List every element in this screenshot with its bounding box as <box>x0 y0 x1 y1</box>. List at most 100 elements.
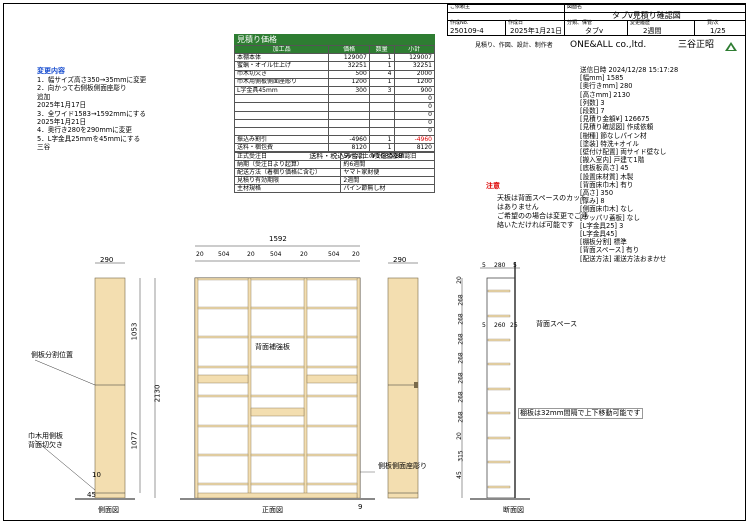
section-shelf <box>487 314 511 318</box>
shelf-board <box>306 306 358 310</box>
shelf-board <box>250 453 305 457</box>
shelf-board <box>197 394 249 398</box>
section-view <box>461 262 530 500</box>
info-row: 主材規格パイン節無し材 <box>233 184 435 193</box>
shelf-board <box>306 482 358 486</box>
spec-line: [棚板分割] 標準 <box>580 238 627 247</box>
section-height-dim: 45 <box>455 471 463 479</box>
spec-line: [列数] 3 <box>580 98 605 107</box>
spec-line: [樹種] 節なしパイン材 <box>580 131 647 140</box>
shelf-board <box>306 453 358 457</box>
spec-line: [側面床巾木] なし <box>580 205 634 214</box>
shelf-board <box>306 277 358 281</box>
shelf-board <box>197 424 249 428</box>
section-height-dim: 268 <box>457 391 465 403</box>
spec-line: [底板板高さ] 45 <box>580 164 629 173</box>
shelf-board <box>250 365 305 369</box>
section-shelf <box>487 460 511 464</box>
shelf-board <box>197 335 249 339</box>
spec-line: [壁付け配置] 両サイド壁なし <box>580 148 667 156</box>
change-line: 2．向かって右側板側面座彫り <box>37 84 127 93</box>
maker-note: 見積り、作図、設計、制作者 <box>475 42 553 49</box>
spec-line: [奥行きmm] 280 <box>580 82 633 91</box>
section-height-dim: 268 <box>457 410 465 423</box>
section-height-dim: 268 <box>457 313 465 325</box>
spec-line: [搬入室内] 戸建て1階 <box>580 156 645 165</box>
shelf-board <box>197 482 249 486</box>
change-line: 2025年1月17日 <box>37 101 87 110</box>
section-shelf <box>487 485 511 489</box>
shelf-board <box>250 306 305 310</box>
spec-line: [設置床材質] 木製 <box>580 172 634 181</box>
section-shelf <box>487 362 511 366</box>
label-counterbore: 側板側面座彫り <box>378 462 427 470</box>
change-line: 三谷 <box>37 143 51 152</box>
top-dim: 20 <box>247 251 255 258</box>
change-line: 1．幅サイズ高さ350→35mmに変更 <box>37 76 147 84</box>
total-width-dim: 1592 <box>269 235 287 243</box>
author-name: 三谷正昭 <box>678 40 715 50</box>
top-dim: 504 <box>270 251 282 258</box>
side-view <box>34 262 141 500</box>
drawing-name: タブv見積り確認図 <box>612 11 681 20</box>
drawing-name-label: 図面名 <box>567 4 583 10</box>
spec-line: [背面スペース] 有り <box>580 246 640 255</box>
change-line: 3．全ワイド1583→1592mmにする <box>37 109 146 118</box>
estimate-title: 見積り価格 <box>234 34 435 45</box>
section-height-dim: 268 <box>457 332 465 345</box>
top-dim: 504 <box>328 251 340 258</box>
side-view-title: 側面図 <box>98 506 119 514</box>
section-mid-dim: 25 <box>510 322 518 329</box>
section-shelf <box>487 387 511 391</box>
doc-date: 2025年1月21日 <box>510 27 563 35</box>
section-height-dim: 20 <box>455 432 463 440</box>
company-name: ONE&ALL co.,ltd. <box>570 40 647 50</box>
change-line: 4．奥行き280を290mmに変更 <box>37 126 132 135</box>
doc-number: 250109-4 <box>450 27 484 35</box>
spec-line: [幅mm] 1585 <box>580 74 624 83</box>
sheet-frame <box>3 3 746 521</box>
height-dim: 2130 <box>153 384 162 403</box>
section-shelf <box>487 289 511 293</box>
spec-line: [厚み] 8 <box>580 197 605 206</box>
shelf-board <box>250 335 305 339</box>
notice-title: 注意 <box>486 182 500 190</box>
shelf-board <box>197 277 249 281</box>
shelf-board <box>250 394 305 398</box>
doc-revision: 2週間 <box>643 27 662 35</box>
shelf-board <box>306 365 358 369</box>
spec-line: [ツッパリ蓋板] なし <box>580 213 640 222</box>
spec-line: [高さ] 350 <box>580 189 614 197</box>
doc-page: 1/25 <box>710 27 726 35</box>
shelf-board <box>250 277 305 281</box>
section-height-dim: 268 <box>457 293 465 306</box>
spec-line: [段数] 7 <box>580 107 605 115</box>
label-side-split: 側板分割位置 <box>31 351 73 359</box>
notice-line: 天板は背面スペースのカット <box>497 194 588 202</box>
spec-line: [L字金具25] 3 <box>580 221 624 230</box>
shelf-board <box>197 453 249 457</box>
spec-line: [L字金具45] <box>580 230 617 238</box>
section-shelf <box>487 436 511 440</box>
section-height-dim: 315 <box>457 449 465 462</box>
change-line: 2025年1月21日 <box>37 118 87 126</box>
shelf-board <box>250 482 305 486</box>
spec-line: [見積り確認図] 作成依頼 <box>580 123 654 132</box>
section-top-dim: 5 <box>513 262 517 269</box>
section-mid-dim: 5 <box>482 322 486 329</box>
spec-line: [塗装] 特洗+オイル <box>580 139 639 148</box>
spec-line: [見積り金額¥] 126675 <box>580 115 650 124</box>
spec-line: [高さmm] 2130 <box>580 90 631 99</box>
shelf-board <box>306 424 358 428</box>
top-dim: 20 <box>196 251 204 258</box>
notice-line: 絡いただければ可能です <box>497 221 574 229</box>
label-shelf-pitch: 棚板は32mm間隔で上下移動可能です <box>518 408 643 419</box>
change-line: 5．L字金具25mmを45mmにする <box>37 134 141 143</box>
section-height-dim: 20 <box>455 276 463 284</box>
spec-line: 送信日時 2024/12/28 15:17:28 <box>580 66 679 74</box>
section-shelf <box>487 411 511 415</box>
top-dim: 20 <box>300 251 308 258</box>
